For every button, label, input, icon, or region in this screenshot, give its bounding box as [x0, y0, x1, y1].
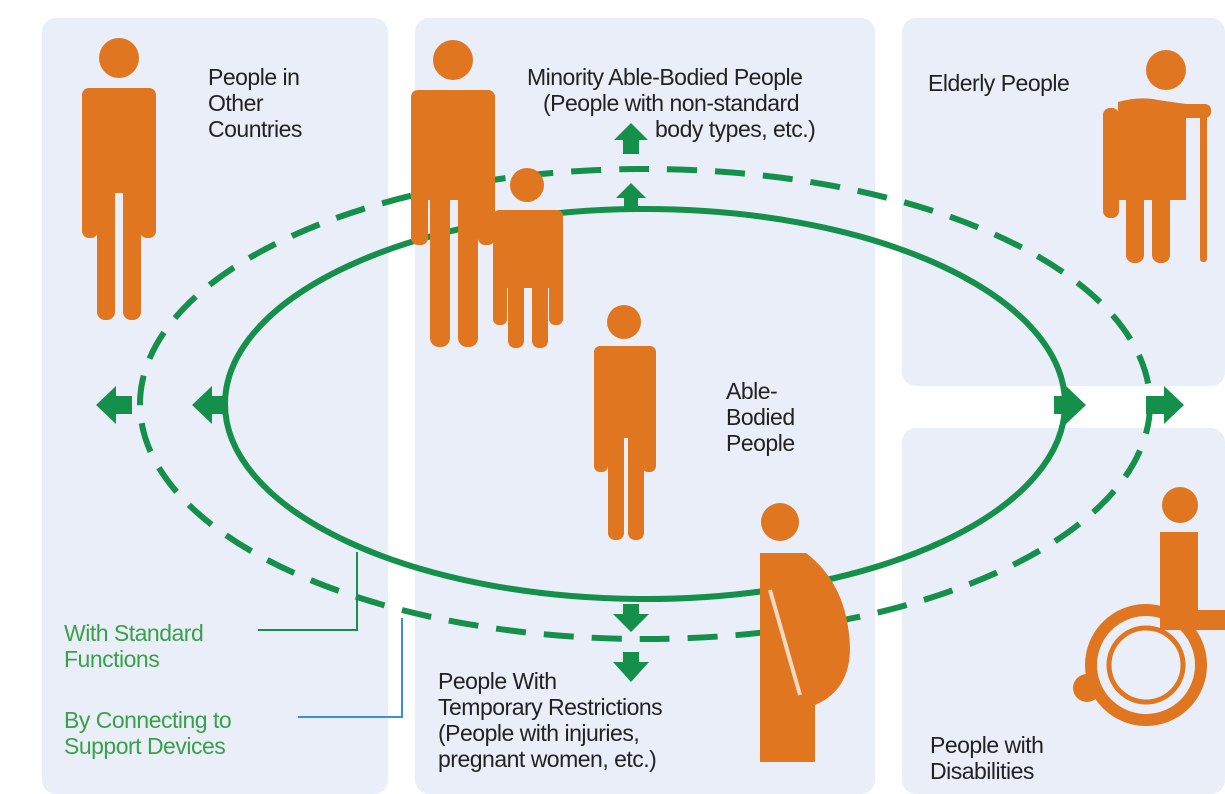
elderly-with-cane-icon [1103, 50, 1211, 263]
arrow-down-inner [613, 604, 649, 632]
arrow-up-inner [616, 183, 646, 210]
arrow-up-outer [614, 123, 648, 154]
pregnant-woman-icon [760, 503, 850, 762]
label-elderly: Elderly People [928, 70, 1070, 96]
arrow-right-inner [1054, 386, 1086, 424]
child-icon-minority [493, 168, 563, 348]
leader-line-standard-functions [258, 552, 358, 631]
arrow-right-outer [1146, 386, 1184, 424]
adult-icon-minority [411, 40, 495, 347]
label-standard-functions: With Standard Functions [64, 620, 204, 672]
label-disabilities: People with Disabilities [930, 732, 1044, 784]
wheelchair-user-icon [1073, 487, 1225, 726]
person-icon-able-bodied [594, 305, 656, 540]
label-temporary-restrictions: People With Temporary Restrictions (Peop… [438, 668, 663, 772]
leader-line-support-devices [298, 618, 403, 718]
label-minority: Minority Able-Bodied People (People with… [527, 64, 816, 142]
arrow-down-outer [613, 652, 649, 682]
label-other-countries: People in Other Countries [208, 64, 302, 142]
label-support-devices: By Connecting to Support Devices [64, 707, 232, 759]
arrow-left-outer [96, 386, 132, 424]
label-able-bodied: Able- Bodied People [726, 378, 795, 456]
arrow-left-inner [192, 386, 228, 424]
person-icon-other-countries [82, 38, 156, 320]
